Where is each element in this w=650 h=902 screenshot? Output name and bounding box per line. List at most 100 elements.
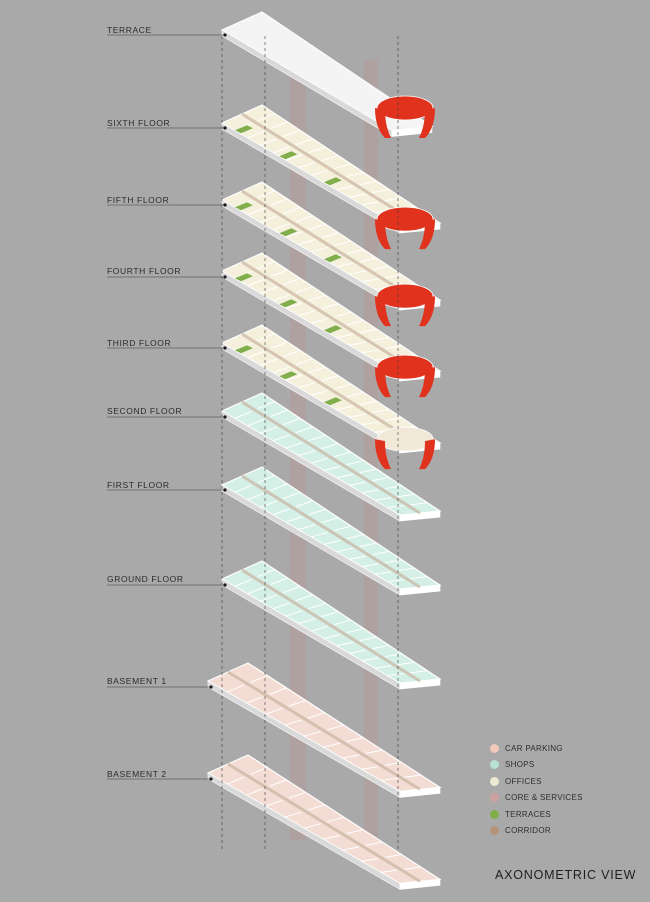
partition-wall (308, 602, 326, 610)
partition-wall (310, 169, 328, 176)
partition-wall (310, 389, 328, 396)
legend-swatch-shops (490, 760, 499, 770)
leader-dot (223, 583, 227, 587)
corridor-band (241, 189, 421, 304)
partition-wall (247, 586, 265, 595)
partition-wall (308, 223, 326, 231)
partition-wall (359, 468, 377, 474)
partition-wall (397, 567, 415, 572)
partition-wall (234, 578, 252, 587)
red-pavilion-leg (419, 367, 435, 398)
partition-wall (361, 857, 379, 862)
terrace-patch (234, 125, 253, 134)
partition-wall (342, 754, 360, 759)
partition-wall (334, 240, 352, 247)
floor-label-terrace: TERRACE (107, 25, 152, 35)
corridor-band (241, 474, 421, 589)
view-title: AXONOMETRIC VIEW (495, 868, 637, 882)
partition-wall (310, 531, 328, 538)
legend-swatch-parking (490, 743, 499, 753)
partition-wall (285, 154, 303, 161)
red-pavilion-leg (375, 108, 391, 138)
partition-wall (303, 731, 321, 737)
floor-label-fifth: FIFTH FLOOR (107, 195, 170, 205)
floor-label-basement1: BASEMENT 1 (107, 676, 167, 686)
floor-label-first: FIRST FLOOR (107, 480, 170, 490)
red-pavilion-leg (375, 367, 391, 398)
partition-wall (359, 636, 377, 642)
partition-wall (298, 239, 316, 246)
partition-wall (349, 270, 367, 275)
partition-wall (283, 277, 301, 286)
label-leaders (107, 33, 227, 781)
partition-wall (270, 483, 288, 492)
partition-wall (321, 303, 339, 310)
partition-wall (361, 489, 379, 494)
partition-wall (321, 375, 339, 382)
red-pavilion-leg (375, 296, 391, 327)
partition-wall (308, 146, 326, 154)
partition-wall (270, 341, 288, 350)
legend-label: OFFICES (505, 776, 542, 786)
partition-wall (257, 260, 275, 270)
partition-wall (346, 320, 364, 326)
slab-fifth (220, 181, 442, 327)
partition-wall (359, 400, 377, 406)
terrace-patch (323, 254, 342, 263)
slab-edge-side-terrace (391, 126, 433, 137)
partition-wall (361, 421, 379, 426)
partition-wall (246, 788, 264, 796)
red-pavilion (376, 354, 434, 380)
partition-wall (336, 333, 354, 339)
partition-wall (361, 563, 379, 568)
red-pavilion-leg (419, 108, 435, 138)
partition-wall (295, 286, 314, 294)
partition-wall (372, 265, 390, 271)
corridor-band (241, 400, 421, 515)
partition-wall (247, 350, 265, 359)
partition-wall (270, 121, 288, 130)
partition-wall (384, 345, 402, 350)
partition-wall (346, 737, 364, 743)
partition-wall (384, 485, 402, 490)
partition-wall (227, 776, 245, 785)
leader-dot (209, 777, 213, 781)
partition-wall (295, 426, 314, 434)
partition-wall (259, 358, 278, 366)
partition-wall (342, 846, 360, 851)
corridor-band (227, 670, 421, 791)
partition-wall (336, 473, 354, 479)
partition-wall (334, 525, 352, 532)
slab-edge-side-second (399, 510, 441, 522)
legend-label: CORRIDOR (505, 826, 551, 836)
terrace-patch (279, 299, 298, 308)
partition-wall (372, 550, 390, 556)
partition-wall (346, 460, 364, 466)
terrace-patch (234, 202, 253, 211)
partition-wall (246, 696, 264, 704)
partition-wall (283, 349, 301, 358)
terrace-patch (323, 397, 342, 406)
partition-wall (359, 328, 377, 334)
corridor-band (227, 762, 421, 883)
partition-wall (288, 791, 306, 799)
partition-wall (250, 674, 268, 683)
partition-wall (259, 138, 278, 146)
partition-wall (365, 841, 383, 847)
partition-wall (259, 215, 278, 223)
partition-wall (283, 417, 301, 426)
partition-wall (310, 457, 328, 464)
corridor-band (241, 568, 421, 683)
partition-wall (346, 249, 364, 255)
partition-wall (285, 442, 303, 449)
partition-wall (349, 649, 367, 654)
partition-wall (384, 417, 402, 422)
legend-swatch-core (490, 793, 499, 803)
partition-wall (298, 382, 316, 389)
partition-wall (283, 129, 301, 138)
slab-edge-side-ground (399, 678, 441, 690)
partition-wall (257, 568, 275, 578)
partition-wall (336, 262, 354, 268)
partition-wall (308, 434, 326, 442)
